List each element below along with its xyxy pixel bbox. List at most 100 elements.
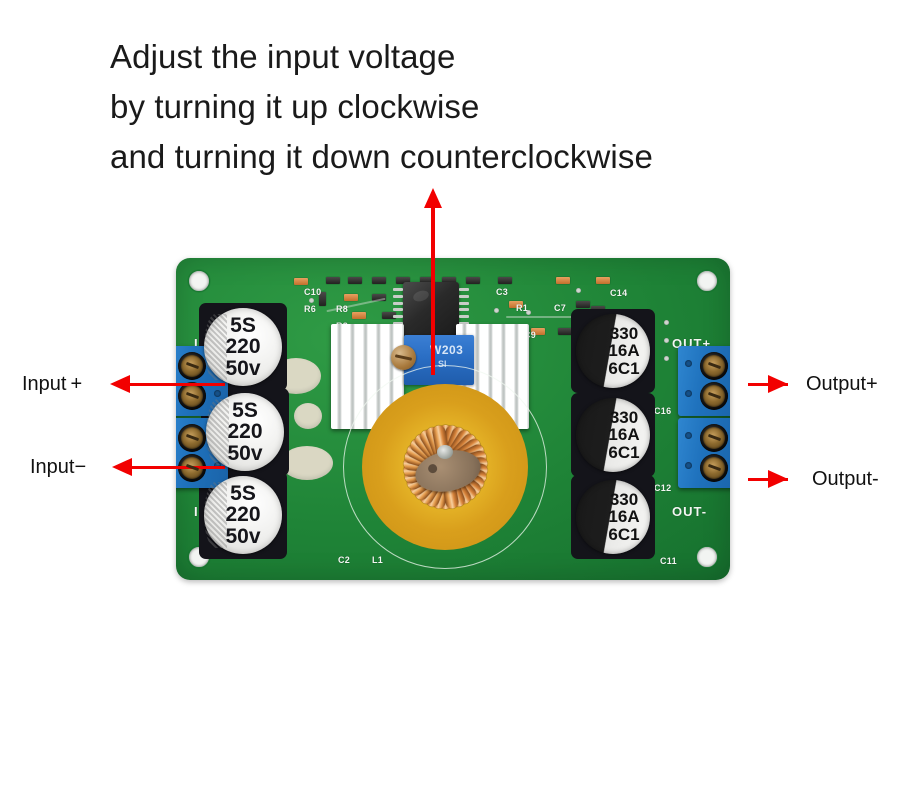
silk-c12: C12 — [654, 483, 672, 493]
output-minus-arrow-head — [768, 470, 788, 488]
input-minus-arrow-shaft — [132, 466, 225, 469]
terminal-wire-hole — [214, 462, 221, 469]
mounting-hole-top-left — [188, 270, 210, 292]
cap-text-line2: 220 — [225, 503, 261, 527]
terminal-wire-hole — [685, 360, 692, 367]
pot-arrow-head — [424, 188, 442, 208]
terminal-screw[interactable] — [700, 382, 728, 410]
silk-r8: R8 — [336, 304, 349, 314]
smd-resistor — [509, 301, 523, 308]
cap-text-line2: 220 — [227, 420, 263, 444]
adhesive-blob — [294, 403, 322, 429]
smd-resistor — [596, 277, 610, 284]
input-capacitor: 5S 220 50v — [201, 388, 289, 476]
output-terminal-negative[interactable] — [678, 418, 730, 488]
label-input-plus: Input + — [22, 373, 83, 395]
cap-text-line3: 50v — [225, 356, 261, 380]
label-output-plus: Output+ — [806, 373, 878, 395]
smd-resistor — [396, 277, 410, 284]
cap-text-line3: 50v — [225, 524, 261, 548]
silk-c14: C14 — [610, 288, 628, 298]
terminal-wire-hole — [685, 432, 692, 439]
input-plus-arrow-shaft — [130, 383, 225, 386]
terminal-screw[interactable] — [700, 352, 728, 380]
smd-resistor — [498, 277, 512, 284]
inductor-silk-outline — [343, 365, 547, 569]
pot-arrow-shaft — [431, 205, 435, 375]
label-input-minus: Input− — [30, 456, 87, 478]
terminal-screw[interactable] — [700, 424, 728, 452]
terminal-screw[interactable] — [178, 424, 206, 452]
terminal-wire-hole — [685, 462, 692, 469]
terminal-screw[interactable] — [178, 382, 206, 410]
silk-c10: C10 — [304, 287, 322, 297]
capacitor-body: 330 16A 6C1 — [576, 314, 650, 388]
cap-text-line2: 16A — [608, 507, 640, 527]
cap-text-line3: 6C1 — [608, 442, 640, 462]
pcb-trace — [506, 316, 576, 318]
capacitor-body: 330 16A 6C1 — [576, 480, 650, 554]
mounting-hole-top-right — [696, 270, 718, 292]
pot-code-label: W203 — [430, 343, 464, 357]
inductor-center-screw — [437, 445, 453, 459]
capacitor-body: 5S 220 50v — [204, 308, 282, 386]
instruction-text: Adjust the input voltage by turning it u… — [110, 32, 890, 182]
cap-text-line2: 220 — [225, 335, 261, 359]
solder-pad — [664, 338, 669, 343]
smd-resistor — [344, 294, 358, 301]
silk-out-minus: OUT- — [672, 504, 708, 519]
smd-resistor — [326, 277, 340, 284]
smd-resistor — [556, 277, 570, 284]
adhesive-blob — [281, 446, 333, 480]
terminal-screw[interactable] — [700, 454, 728, 482]
instruction-line-1: Adjust the input voltage — [110, 38, 456, 75]
instruction-line-2: by turning it up clockwise — [110, 88, 480, 125]
silk-c9: C9 — [524, 330, 537, 340]
cap-text-line1: 5S — [230, 481, 256, 505]
capacitor-body: 5S 220 50v — [206, 393, 284, 471]
input-minus-arrow-head — [112, 458, 132, 476]
cap-text-line3: 50v — [227, 441, 263, 465]
solder-pad — [576, 288, 581, 293]
label-output-minus: Output- — [812, 468, 879, 490]
output-capacitor: 330 16A 6C1 — [571, 309, 655, 393]
terminal-screw[interactable] — [178, 352, 206, 380]
smd-resistor — [531, 328, 545, 335]
smd-resistor — [576, 301, 590, 308]
capacitor-body: 5S 220 50v — [204, 476, 282, 554]
cap-text-line2: 16A — [608, 341, 640, 361]
silk-r6: R6 — [304, 304, 317, 314]
solder-pad — [309, 298, 314, 303]
cap-text-line1: 5S — [232, 398, 258, 422]
potentiometer-adjust-screw[interactable] — [391, 345, 416, 370]
output-capacitor: 330 16A 6C1 — [571, 475, 655, 559]
cap-text-line2: 16A — [608, 425, 640, 445]
cap-text-line1: 5S — [230, 313, 256, 337]
solder-pad — [494, 308, 499, 313]
silk-c16: C16 — [654, 406, 672, 416]
output-plus-arrow-head — [768, 375, 788, 393]
cap-text-line1: 330 — [609, 408, 639, 427]
cap-text-line3: 6C1 — [608, 358, 640, 378]
power-converter-board: C10 R6 R8 R3 C8 C6 R4 C3 C14 R1 C7 R5 C9… — [176, 258, 730, 580]
silk-c3: C3 — [496, 287, 509, 297]
smd-resistor — [382, 312, 396, 319]
smd-resistor — [319, 292, 326, 306]
output-capacitor: 330 16A 6C1 — [571, 393, 655, 477]
silk-l1: L1 — [372, 555, 384, 565]
silk-c11: C11 — [660, 556, 677, 566]
input-capacitor: 5S 220 50v — [199, 471, 287, 559]
smd-resistor — [372, 277, 386, 284]
output-terminal-positive[interactable] — [678, 346, 730, 416]
smd-resistor — [466, 277, 480, 284]
smd-resistor — [348, 277, 362, 284]
capacitor-body: 330 16A 6C1 — [576, 398, 650, 472]
cap-text-line3: 6C1 — [608, 524, 640, 544]
smd-resistor — [294, 278, 308, 285]
smd-resistor — [420, 277, 434, 284]
toroidal-inductor-l1 — [343, 365, 547, 569]
solder-pad — [664, 320, 669, 325]
silk-c7: C7 — [554, 303, 567, 313]
input-plus-arrow-head — [110, 375, 130, 393]
